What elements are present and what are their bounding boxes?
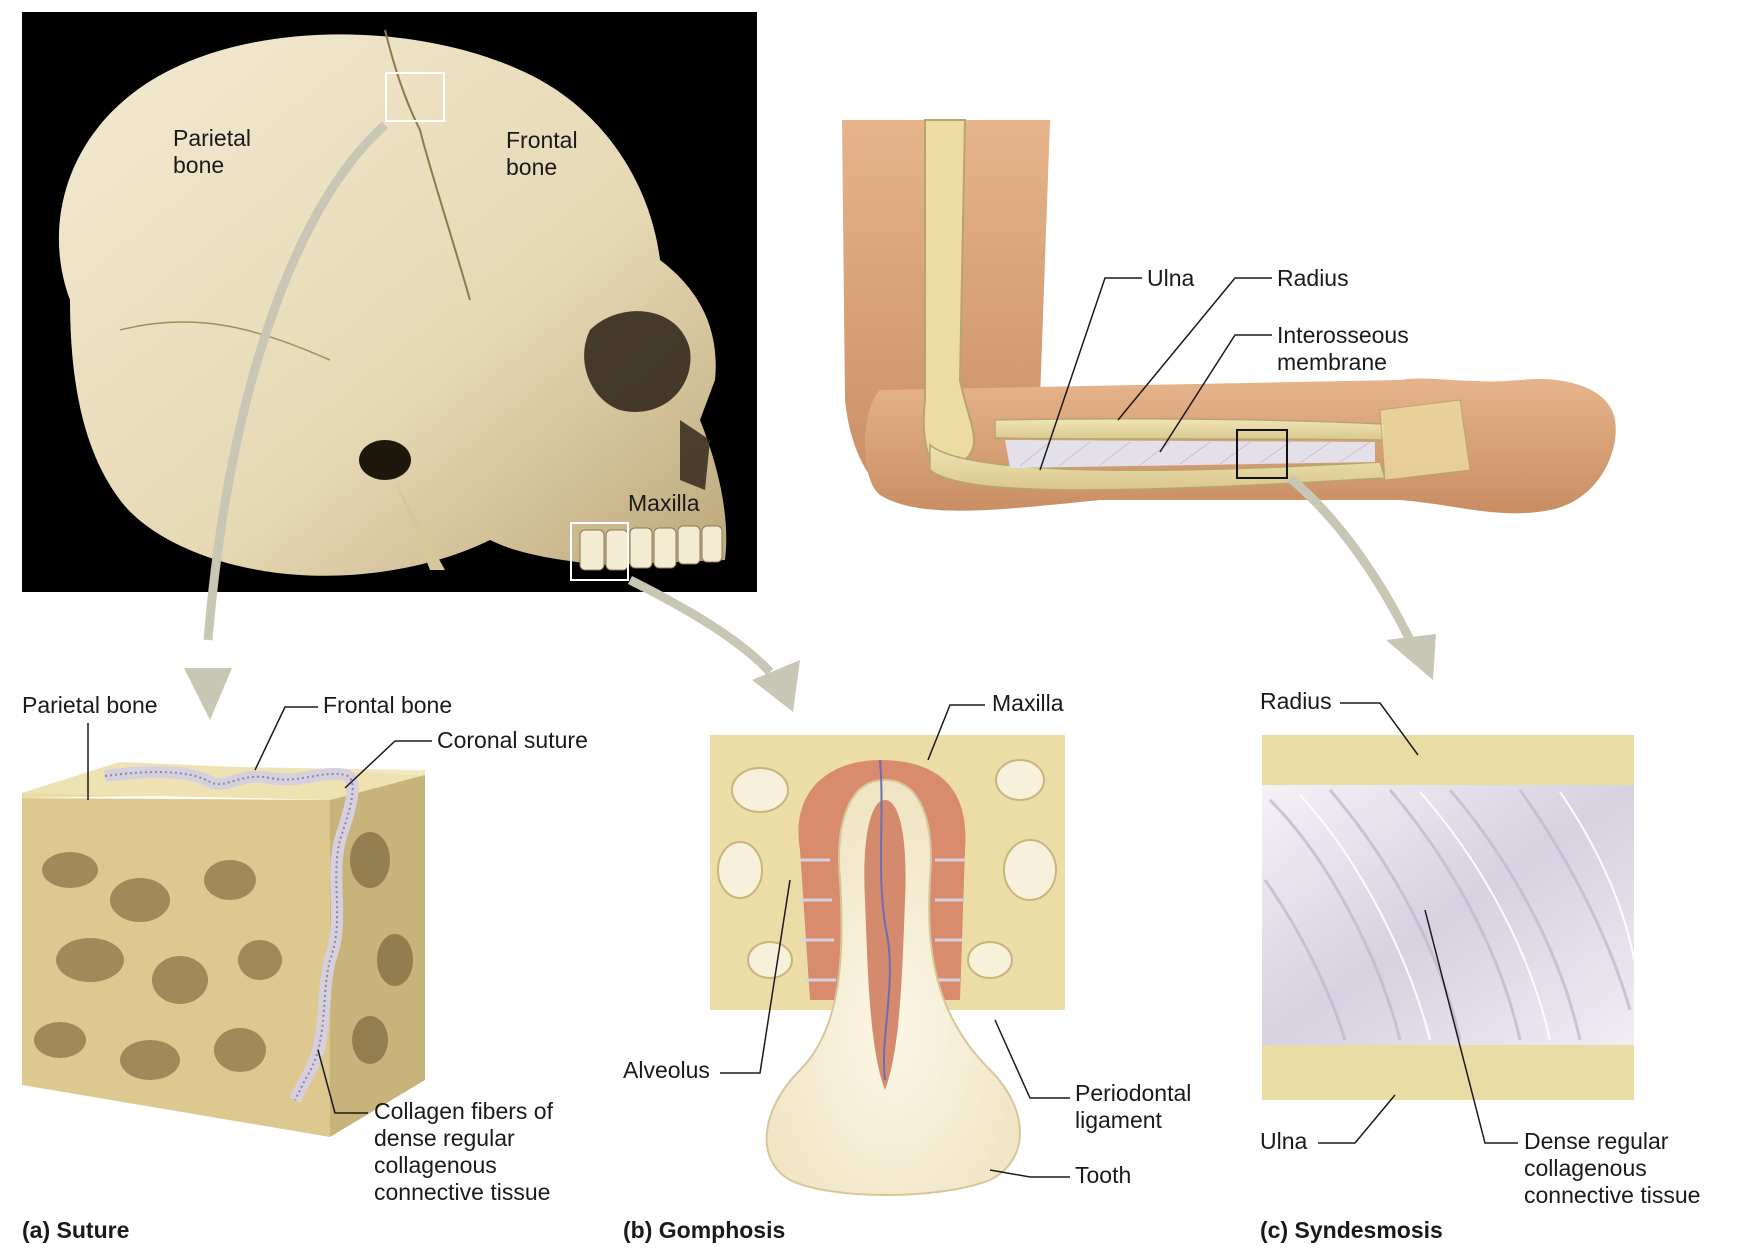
caption-gomphosis-letter: (b)	[623, 1217, 653, 1243]
forearm-ulna-label: Ulna	[1147, 265, 1195, 291]
skull-frontal-label: Frontal bone	[506, 127, 578, 180]
gomphosis-alveolus-label: Alveolus	[623, 1057, 710, 1083]
caption-syndesmosis-letter: (c)	[1260, 1217, 1289, 1243]
syndesmosis-dense-label: Dense regular collagenous connective tis…	[1524, 1128, 1701, 1208]
gomphosis-illustration	[710, 735, 1065, 1196]
syndesmosis-ulna-label: Ulna	[1260, 1128, 1308, 1154]
forearm-illustration	[842, 119, 1616, 514]
syndesmosis-radius-label: Radius	[1260, 688, 1332, 714]
skull-maxilla-label: Maxilla	[628, 490, 700, 516]
gomphosis-callout-arrow	[627, 575, 800, 712]
suture-collagen-label: Collagen fibers of dense regular collage…	[374, 1098, 553, 1205]
caption-gomphosis-name: Gomphosis	[658, 1217, 786, 1243]
leader-lines	[87, 277, 1518, 1178]
suture-frontal-label: Frontal bone	[323, 692, 453, 718]
syndesmosis-illustration	[1262, 735, 1635, 1100]
caption-gomphosis: (b) Gomphosis	[623, 1217, 785, 1244]
forearm-radius-label: Radius	[1277, 265, 1349, 291]
gomphosis-tooth-label: Tooth	[1075, 1162, 1132, 1188]
caption-suture: (a) Suture	[22, 1217, 129, 1244]
suture-bone-block	[22, 762, 425, 1137]
gomphosis-periodontal-label: Periodontal ligament	[1075, 1080, 1192, 1133]
skull-photo	[22, 12, 757, 592]
caption-syndesmosis: (c) Syndesmosis	[1260, 1217, 1443, 1244]
suture-coronal-label: Coronal suture	[437, 727, 588, 753]
suture-callout-arrow	[184, 121, 388, 720]
forearm-interosseous-label: Interosseous membrane	[1277, 322, 1409, 375]
suture-parietal-label: Parietal bone	[22, 692, 158, 718]
caption-suture-letter: (a)	[22, 1217, 51, 1243]
skull-parietal-label: Parietal bone	[173, 125, 251, 178]
gomphosis-maxilla-label: Maxilla	[992, 690, 1064, 716]
caption-syndesmosis-name: Syndesmosis	[1294, 1217, 1443, 1243]
syndesmosis-callout-arrow	[1287, 474, 1436, 680]
caption-suture-name: Suture	[56, 1217, 130, 1243]
